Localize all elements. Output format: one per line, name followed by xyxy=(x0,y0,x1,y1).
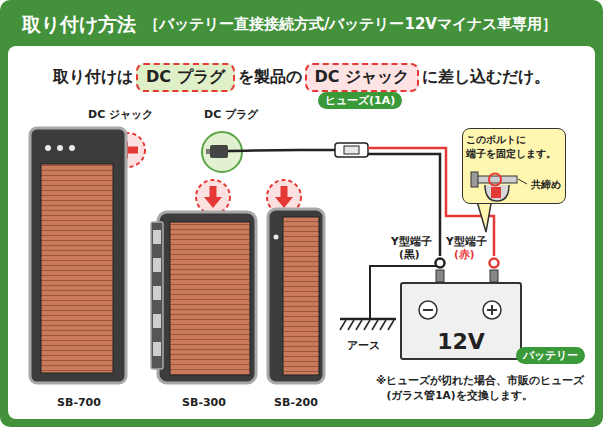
sentence-text: に差し込むだけ。 xyxy=(422,67,550,88)
model-name: SB-300 xyxy=(140,396,268,409)
y-terminal-black xyxy=(436,259,445,283)
callout-bubble: このボルトに 端子を固定します。 xyxy=(462,128,566,204)
model-name: SB-200 xyxy=(256,396,336,409)
box-text: DC プラグ xyxy=(146,67,225,88)
dashed-box: DC プラグ xyxy=(136,63,235,92)
solar-panel xyxy=(266,207,326,385)
title: 取り付け方法 xyxy=(22,12,136,38)
label: Y型端子 xyxy=(446,235,487,249)
box-text: DC ジャック xyxy=(315,67,410,88)
label: (黒) xyxy=(399,248,420,262)
solar-panel-unit: SB-200 xyxy=(266,207,326,411)
solar-panel xyxy=(28,126,130,385)
callout-text: このボルトに 端子を固定します。 xyxy=(466,133,562,160)
tag-text: バッテリー xyxy=(523,348,578,363)
dashed-box: DC ジャック xyxy=(305,63,420,92)
y-terminal-red xyxy=(490,259,499,283)
green-tag: ヒューズ(1A) xyxy=(318,92,402,109)
battery-box: 12V xyxy=(400,282,522,360)
label: ※ヒューズが切れた場合、市販のヒューズ (ガラス管1A)を交換します。 xyxy=(376,373,601,403)
solar-panel-unit: SB-300 xyxy=(150,210,258,411)
sentence-text: 取り付けは xyxy=(53,67,133,88)
battery-voltage: 12V xyxy=(402,329,520,354)
label: DC ジャック xyxy=(88,107,153,122)
sentence-text: を製品の xyxy=(238,67,302,88)
header-note: ［バッテリー直接接続方式/バッテリー12Vマイナス車専用］ xyxy=(144,15,557,34)
panel-ground xyxy=(8,46,595,419)
label: Y型端子 xyxy=(391,235,432,249)
solar-panel-unit: SB-700 xyxy=(28,126,130,411)
label: DC プラグ xyxy=(204,107,258,122)
jack-markers xyxy=(111,133,301,214)
black-wire xyxy=(368,154,440,256)
label: 共締め xyxy=(531,178,561,192)
cable xyxy=(228,150,335,151)
label: アース xyxy=(347,338,380,353)
label: (赤) xyxy=(454,248,475,262)
fuse-holder xyxy=(335,143,368,157)
tag-text: ヒューズ(1A) xyxy=(325,93,395,108)
earth-symbol xyxy=(340,319,396,330)
green-tag: バッテリー xyxy=(516,347,585,364)
solar-panel xyxy=(150,210,258,385)
model-name: SB-700 xyxy=(18,396,140,409)
